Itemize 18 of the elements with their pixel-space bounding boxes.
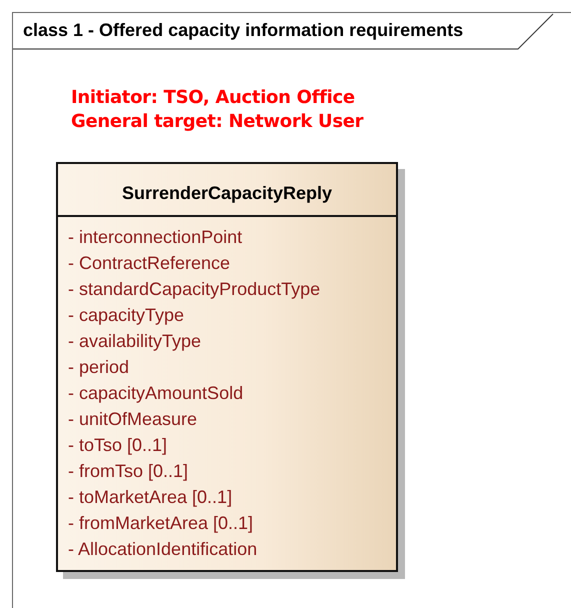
attribute-text: - unitOfMeasure: [68, 409, 198, 430]
attribute-text: - fromTso [0..1]: [68, 461, 188, 482]
attribute-text: - ContractReference: [68, 253, 230, 274]
note-text: Initiator: TSO, Auction Office: [71, 87, 355, 108]
attribute-text: - standardCapacityProductType: [68, 279, 320, 300]
attribute-text: - capacityAmountSold: [68, 383, 244, 404]
attribute-text: - toTso [0..1]: [68, 435, 168, 456]
frame-title: class 1 - Offered capacity information requirements: [23, 20, 464, 41]
attribute-text: - availabilityType: [68, 331, 202, 352]
attribute-text: - interconnectionPoint: [68, 227, 242, 248]
attribute-text: - fromMarketArea [0..1]: [68, 513, 254, 534]
attribute-text: - period: [68, 357, 130, 378]
attribute-text: - capacityType: [68, 305, 184, 326]
diagram-frame: [12, 12, 571, 608]
note-text: General target: Network User: [71, 111, 364, 132]
class-name: SurrenderCapacityReply: [120, 183, 334, 204]
attribute-text: - toMarketArea [0..1]: [68, 487, 232, 508]
attribute-text: - AllocationIdentification: [68, 539, 258, 560]
